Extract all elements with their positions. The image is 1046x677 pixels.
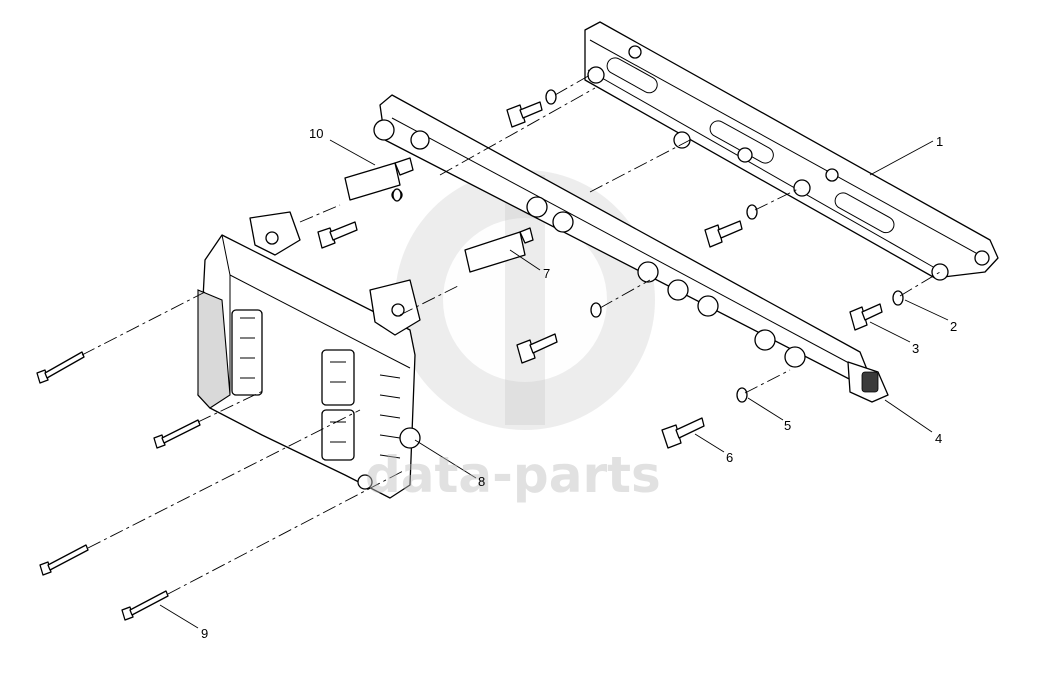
part-10-standoff — [344, 157, 414, 201]
leader-lines — [159, 139, 949, 629]
washers — [392, 89, 904, 403]
callout-3: 3 — [912, 341, 919, 356]
part-8-ecu-module — [197, 211, 421, 499]
part-7-standoff — [464, 227, 534, 273]
callout-10: 10 — [309, 126, 323, 141]
callout-6: 6 — [726, 450, 733, 465]
watermark-text: data-parts — [365, 446, 661, 504]
rail-outlet-ports — [526, 196, 806, 368]
callout-2: 2 — [950, 319, 957, 334]
callout-1: 1 — [936, 134, 943, 149]
callout-7: 7 — [543, 266, 550, 281]
assembly-lines — [81, 74, 941, 595]
bolts — [36, 101, 883, 621]
callout-5: 5 — [784, 418, 791, 433]
callout-8: 8 — [478, 474, 485, 489]
callout-labels: 1 2 3 4 5 6 7 8 9 10 — [201, 126, 957, 641]
callout-9: 9 — [201, 626, 208, 641]
part-1-mounting-bracket — [584, 21, 999, 281]
callout-4: 4 — [935, 431, 942, 446]
part-4-fuel-rail — [373, 94, 889, 403]
